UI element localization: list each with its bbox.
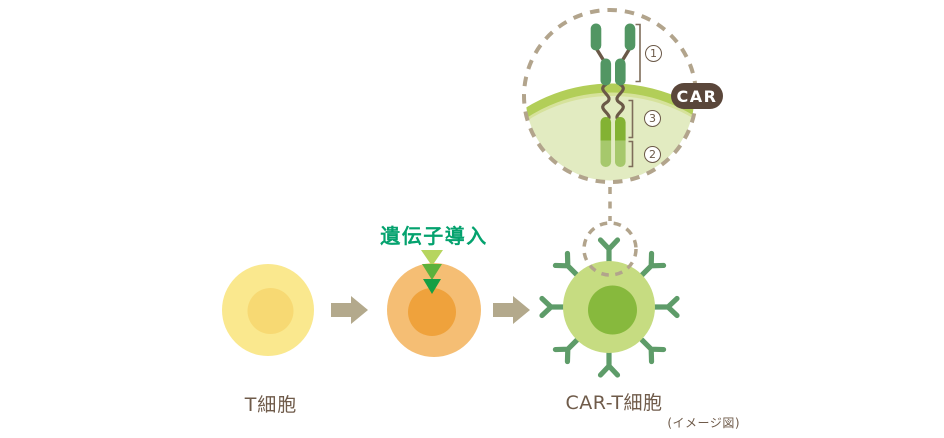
gene-transfer-label: 遺伝子導入 xyxy=(380,224,488,248)
car-t-cell-nucleus xyxy=(588,285,637,335)
car-t-cell-label: CAR-T細胞 xyxy=(565,392,663,414)
scfv-domain-bar xyxy=(600,58,612,86)
car-receptor-icon xyxy=(655,299,677,316)
region-number-2: 2 xyxy=(644,146,661,163)
bracket-region-1 xyxy=(635,23,641,83)
transmembrane-coil-right xyxy=(615,82,625,123)
scfv-domain-bar xyxy=(590,23,602,51)
bracket-region-3 xyxy=(628,99,634,139)
gene-arrow-down-icon xyxy=(423,279,441,294)
car-badge: CAR xyxy=(671,83,723,109)
arrow-right-icon xyxy=(493,296,530,324)
t-cell-nucleus xyxy=(247,288,294,334)
car-receptor-structure xyxy=(590,23,636,167)
arrow-right-icon xyxy=(331,296,368,324)
membrane-inner-line xyxy=(525,91,695,181)
car-receptor-icon xyxy=(542,299,564,316)
gene-arrow-down-icon xyxy=(421,250,443,266)
car-t-cell xyxy=(542,240,677,375)
image-note-label: (イメージ図) xyxy=(667,416,740,430)
receptor-highlight-dashed-circle xyxy=(582,221,638,277)
region-number-1: 1 xyxy=(645,45,662,62)
scfv-domain-bar xyxy=(624,23,636,51)
signaling-domain-bar xyxy=(615,117,626,167)
gene-transfer-cell xyxy=(387,250,481,357)
signaling-domain-bar xyxy=(600,117,612,167)
car-receptor-icon xyxy=(601,353,618,375)
scfv-domain-bar xyxy=(615,58,626,86)
gene-transfer-cell-nucleus xyxy=(408,288,456,336)
region-number-3: 3 xyxy=(644,110,661,127)
t-cell-label: T細胞 xyxy=(244,394,298,416)
car-receptor-icon xyxy=(601,240,618,262)
bracket-region-2 xyxy=(628,140,634,168)
transmembrane-coil-left xyxy=(601,82,611,123)
t-cell xyxy=(222,264,314,356)
gene-arrow-down-icon xyxy=(422,264,442,280)
car-badge-label: CAR xyxy=(676,86,718,106)
membrane-band xyxy=(525,83,695,181)
